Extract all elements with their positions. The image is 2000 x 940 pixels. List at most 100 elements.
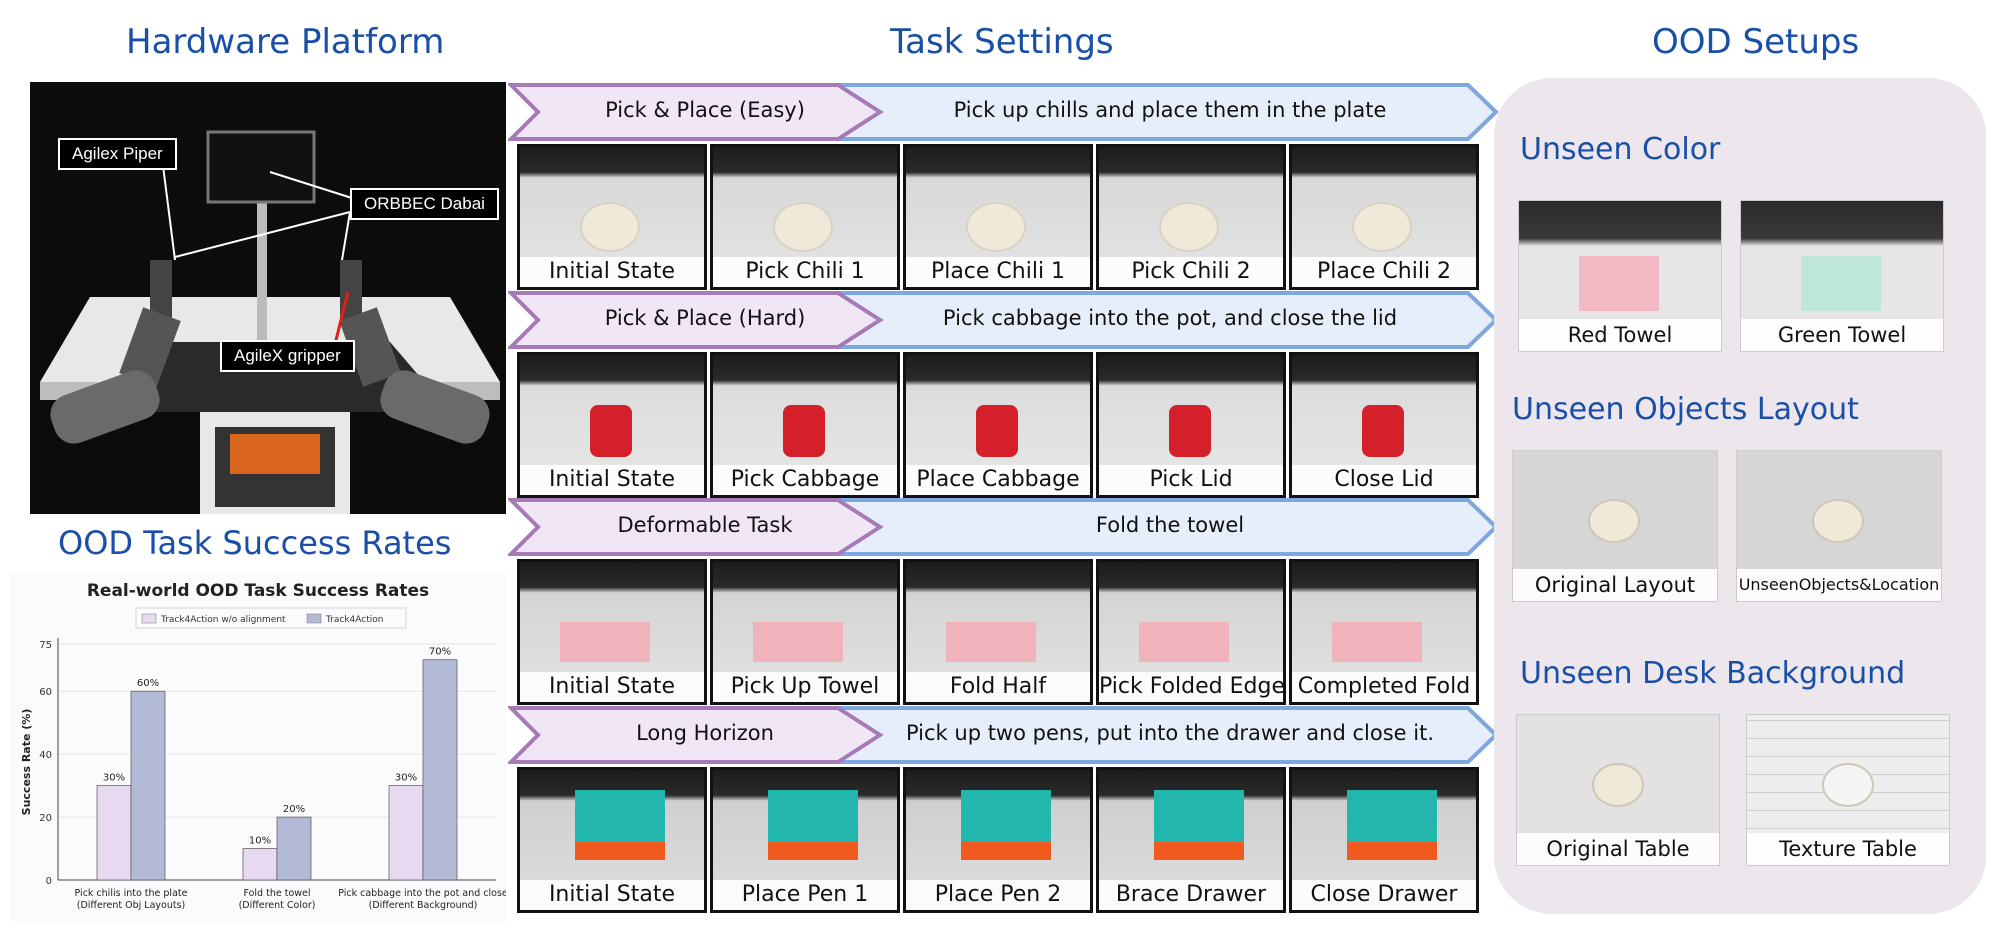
- task-settings-title: Task Settings: [890, 22, 1114, 62]
- frame-caption: Close Drawer: [1292, 880, 1476, 910]
- ood-setups-title: OOD Setups: [1652, 22, 1860, 62]
- y-tick-label: 75: [39, 640, 52, 651]
- scene-object: [961, 790, 1051, 860]
- scene-object: [1352, 202, 1412, 252]
- scene-object: [1154, 790, 1244, 860]
- x-category-label: Fold the towel: [243, 888, 310, 899]
- task-name: Deformable Task: [617, 513, 793, 537]
- task-frame: Pick Lid: [1096, 352, 1286, 498]
- task-name: Pick & Place (Hard): [604, 306, 806, 330]
- x-category-label: (Different Background): [369, 900, 478, 911]
- task-frame: Close Drawer: [1289, 767, 1479, 913]
- scene-object: [560, 622, 650, 662]
- orbbec-dabai-label: ORBBEC Dabai: [350, 188, 499, 220]
- ood-tile-caption: UnseenObjects&Location: [1737, 569, 1941, 601]
- y-tick-label: 0: [46, 876, 52, 887]
- legend-swatch: [141, 613, 157, 624]
- frame-caption: Place Pen 2: [906, 880, 1090, 910]
- frame-caption: Initial State: [520, 465, 704, 495]
- ood-tile-caption: Texture Table: [1747, 833, 1949, 865]
- x-category-label: (Different Color): [239, 900, 316, 911]
- chart-canvas: Real-world OOD Task Success RatesTrack4A…: [20, 581, 508, 911]
- scene-object: [966, 202, 1026, 252]
- scene-object: [1362, 405, 1404, 457]
- scene-object: [1332, 622, 1422, 662]
- legend-label: Track4Action w/o alignment: [160, 615, 286, 625]
- task-instruction: Pick up chills and place them in the pla…: [953, 98, 1387, 122]
- bar-value-label: 10%: [249, 836, 271, 847]
- ood-group-title: Unseen Objects Layout: [1512, 392, 1859, 427]
- task-frame: Initial State: [517, 767, 707, 913]
- frame-caption: Pick Folded Edge: [1099, 672, 1283, 702]
- ood-tile-caption: Original Layout: [1513, 569, 1717, 601]
- frame-caption: Close Lid: [1292, 465, 1476, 495]
- ood-tile-caption: Green Towel: [1741, 319, 1943, 351]
- scene-object: [1812, 499, 1864, 543]
- task-frame: Place Chili 2: [1289, 144, 1479, 290]
- frame-caption: Pick Up Towel: [713, 672, 897, 702]
- y-axis-label: Success Rate (%): [20, 709, 33, 816]
- agilex-gripper-label: AgileX gripper: [220, 340, 355, 372]
- frame-caption: Initial State: [520, 257, 704, 287]
- x-category-label: (Different Obj Layouts): [77, 900, 185, 911]
- agilex-piper-label: Agilex Piper: [58, 138, 177, 170]
- scene-object: [1801, 256, 1881, 311]
- frame-caption: Fold Half: [906, 672, 1090, 702]
- ood-tile: UnseenObjects&Location: [1736, 450, 1942, 602]
- task-frame: Pick Chili 2: [1096, 144, 1286, 290]
- task-name: Long Horizon: [636, 721, 774, 745]
- bar-value-label: 20%: [283, 804, 305, 815]
- task-frame: Place Cabbage: [903, 352, 1093, 498]
- frame-caption: Pick Lid: [1099, 465, 1283, 495]
- task-banner: [508, 291, 1499, 349]
- task-frame: Initial State: [517, 352, 707, 498]
- frame-caption: Place Chili 2: [1292, 257, 1476, 287]
- hardware-photo: Agilex Piper ORBBEC Dabai AgileX gripper: [30, 82, 506, 514]
- ood-tile: Red Towel: [1518, 200, 1722, 352]
- bar-value-label: 60%: [137, 678, 159, 689]
- bar: [388, 785, 424, 881]
- frame-caption: Completed Fold: [1292, 672, 1476, 702]
- task-frame: Place Pen 2: [903, 767, 1093, 913]
- scene-object: [1347, 790, 1437, 860]
- ood-tile: Green Towel: [1740, 200, 1944, 352]
- y-tick-label: 40: [39, 750, 52, 761]
- bar: [130, 690, 166, 881]
- frame-caption: Pick Chili 2: [1099, 257, 1283, 287]
- task-instruction: Pick up two pens, put into the drawer an…: [905, 721, 1435, 745]
- frame-caption: Pick Cabbage: [713, 465, 897, 495]
- scene-object: [976, 405, 1018, 457]
- task-instruction: Fold the towel: [1095, 513, 1245, 537]
- chart-title: Real-world OOD Task Success Rates: [87, 581, 429, 601]
- scene-object: [590, 405, 632, 457]
- frame-caption: Initial State: [520, 672, 704, 702]
- scene-object: [575, 790, 665, 860]
- task-frame: Pick Cabbage: [710, 352, 900, 498]
- frame-caption: Initial State: [520, 880, 704, 910]
- task-frame: Pick Folded Edge: [1096, 559, 1286, 705]
- bar: [422, 659, 458, 881]
- bar: [242, 848, 278, 881]
- task-name: Pick & Place (Easy): [605, 98, 805, 122]
- task-frame: Place Chili 1: [903, 144, 1093, 290]
- task-frame: Completed Fold: [1289, 559, 1479, 705]
- task-frame: Close Lid: [1289, 352, 1479, 498]
- hardware-platform-title: Hardware Platform: [126, 22, 445, 62]
- scene-object: [1588, 499, 1640, 543]
- ood-group-title: Unseen Color: [1520, 132, 1721, 167]
- bar: [96, 785, 132, 881]
- scene-object: [768, 790, 858, 860]
- scene-object: [773, 202, 833, 252]
- ood-tile: Texture Table: [1746, 714, 1950, 866]
- bar: [276, 816, 312, 881]
- ood-tile-caption: Original Table: [1517, 833, 1719, 865]
- scene-object: [783, 405, 825, 457]
- bar-value-label: 30%: [395, 773, 417, 784]
- task-banner: [508, 83, 1499, 141]
- scene-object: [1139, 622, 1229, 662]
- task-instruction: Pick cabbage into the pot, and close the…: [942, 306, 1398, 330]
- task-frame: Place Pen 1: [710, 767, 900, 913]
- frame-caption: Place Cabbage: [906, 465, 1090, 495]
- task-frame: Brace Drawer: [1096, 767, 1286, 913]
